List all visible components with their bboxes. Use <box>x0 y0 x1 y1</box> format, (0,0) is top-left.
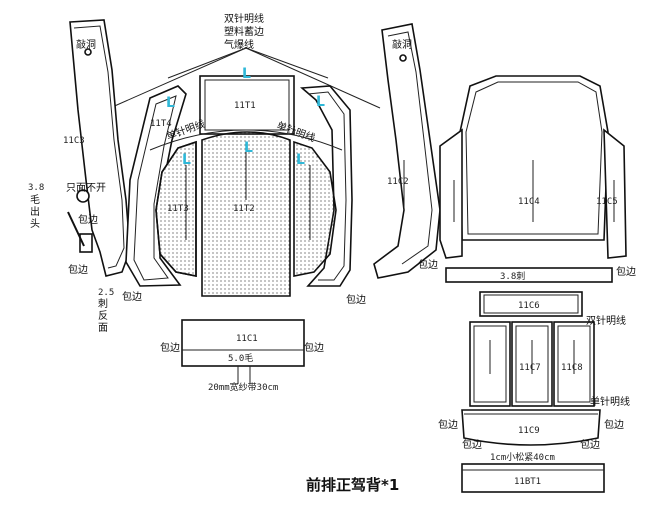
label-11c1: 11C1 <box>236 334 258 344</box>
guide-lines <box>109 47 381 109</box>
label-11c7: 11C7 <box>519 363 541 373</box>
label-baobian-4: 包边 <box>346 293 366 306</box>
seam-curve <box>149 129 343 151</box>
label-11bt1: 11BT1 <box>514 477 541 487</box>
piece-right-strip <box>300 85 353 287</box>
label-11c5: 11C5 <box>596 197 618 207</box>
label-11c8: 11C8 <box>561 363 583 373</box>
piece-11c1 <box>181 319 305 384</box>
piece-11t3 <box>155 140 197 277</box>
piece-11c2 <box>373 23 441 279</box>
label-baobian-10: 包边 <box>604 418 624 431</box>
label-11c9: 11C9 <box>518 426 540 436</box>
piece-11c3 <box>67 19 131 277</box>
marker-l-3: L <box>316 94 325 110</box>
label-11c2: 11C2 <box>387 177 409 187</box>
label-baobian-5: 包边 <box>418 258 438 271</box>
label-baobian-12: 包边 <box>580 438 600 451</box>
marker-l-6: L <box>296 152 305 168</box>
label-cifan-a: 刺 <box>98 298 108 310</box>
marker-l-1: L <box>166 95 175 111</box>
piece-11c8 <box>553 321 595 407</box>
label-songjin: 1cm小松紧40cm <box>490 451 555 463</box>
label-maochutou-c: 头 <box>30 218 40 230</box>
label-shuangzhen-top: 双针明线 <box>224 12 264 25</box>
label-shuangzhen: 双针明线 <box>586 314 626 327</box>
label-11t3: 11T3 <box>167 204 189 214</box>
label-suliao: 塑料蓄边 <box>224 25 264 38</box>
label-baobian-6: 包边 <box>616 265 636 278</box>
label-cifan-b: 反 <box>98 310 108 322</box>
piece-11c5 <box>603 128 627 259</box>
label-baobian-11: 包边 <box>462 438 482 451</box>
label-kuangsha: 20mm宽纱带30cm <box>208 381 278 393</box>
label-zhikongbukai: 只面不开 <box>66 183 106 194</box>
piece-ci-strip <box>445 267 613 283</box>
label-qiaodong-right: 敲洞 <box>392 38 412 51</box>
piece-11t2 <box>201 131 291 297</box>
label-baobian-8: 包边 <box>304 341 324 354</box>
piece-right-dotted <box>293 140 337 277</box>
label-cifan-num: 2.5 <box>98 288 114 298</box>
label-11c3: 11C3 <box>63 136 85 146</box>
label-11t4: 11T4 <box>150 119 172 129</box>
label-11c6: 11C6 <box>518 301 540 311</box>
label-11c4: 11C4 <box>518 197 540 207</box>
label-danzhen: 单针明线 <box>590 395 630 408</box>
label-baobian-9: 包边 <box>438 418 458 431</box>
label-maochutou-a: 毛 <box>30 194 40 206</box>
label-baobian-7: 包边 <box>160 341 180 354</box>
label-qiaodong-left: 敲洞 <box>76 38 96 51</box>
piece-11bt1 <box>461 463 605 493</box>
piece-11c9 <box>461 409 601 446</box>
label-mao-50: 5.0毛 <box>228 352 253 364</box>
label-baobian-3: 包边 <box>122 290 142 303</box>
piece-11c7 <box>469 321 553 407</box>
label-baobian-1: 包边 <box>78 213 98 226</box>
piece-11t4 <box>125 85 187 287</box>
diagram-title: 前排正驾背*1 <box>306 476 399 494</box>
piece-11c6 <box>479 291 583 317</box>
label-baobian-2: 包边 <box>68 263 88 276</box>
marker-l-2: L <box>242 66 251 82</box>
label-maochutou-b: 出 <box>30 205 40 218</box>
piece-11c5-left <box>439 128 463 259</box>
label-qibao: 气爆线 <box>224 38 254 51</box>
marker-l-4: L <box>182 152 191 168</box>
marker-l-5: L <box>244 140 253 156</box>
piece-11c4 <box>459 75 609 241</box>
label-cifan-c: 面 <box>98 323 108 334</box>
label-maochutou-num: 3.8 <box>28 183 44 193</box>
label-11t2: 11T2 <box>233 204 255 214</box>
label-11t1: 11T1 <box>234 101 256 111</box>
label-ci-38: 3.8刺 <box>500 271 525 282</box>
